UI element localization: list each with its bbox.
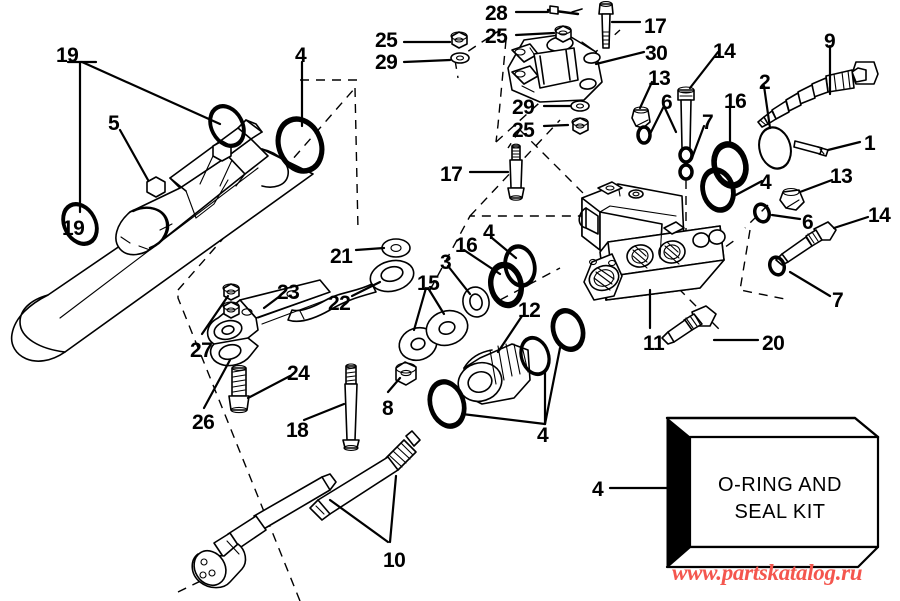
callout-4-center: 4 [483, 221, 495, 244]
part-23-nut [222, 301, 240, 319]
callout-25-top: 25 [485, 25, 508, 48]
callout-1: 1 [864, 132, 876, 155]
part-29-washer-bracket [570, 100, 590, 112]
part-30-swivel-bracket [507, 33, 603, 103]
part-4-o-ring-cap-back [550, 308, 586, 352]
part-22-link-rod [287, 259, 415, 323]
callout-29-bracket: 29 [512, 96, 535, 119]
part-11-hydraulic-body [578, 181, 726, 301]
callout-4-upper-left: 4 [295, 44, 307, 67]
part-6-o-ring-upper [636, 125, 652, 145]
callout-9: 9 [824, 30, 836, 53]
part-4-o-ring-center [503, 244, 537, 288]
callout-28: 28 [485, 2, 508, 25]
part-25-locknut-bracket [571, 117, 589, 135]
part-2-seal [758, 126, 792, 170]
part-8-nut [395, 361, 417, 386]
callout-6-upper: 6 [661, 91, 673, 114]
callout-3: 3 [440, 251, 452, 274]
part-29-washer-left [450, 52, 470, 64]
callout-17-upper: 17 [644, 15, 667, 38]
part-13-plug-upper [631, 106, 651, 129]
callout-22: 22 [328, 292, 351, 315]
part-25-locknut-left [450, 31, 468, 49]
callout-8: 8 [382, 397, 394, 420]
callout-7-upper: 7 [702, 111, 714, 134]
part-21-washer [381, 238, 411, 258]
part-25-locknut-top [554, 25, 572, 43]
callout-10: 10 [383, 549, 406, 572]
callout-4-right: 4 [760, 171, 772, 194]
callout-7-right: 7 [832, 289, 844, 312]
callout-4-kit-box: 4 [592, 478, 604, 501]
part-9-manual-release-shaft [757, 61, 879, 128]
callout-25-bracket: 25 [512, 119, 535, 142]
part-7-o-ring-right [767, 255, 787, 277]
callout-11: 11 [643, 332, 665, 355]
part-4-o-ring-cap-mid [519, 335, 551, 377]
kit-box-line-1: O-RING AND [718, 474, 842, 496]
part-16-seal-center [488, 261, 524, 309]
callout-13-upper: 13 [648, 67, 671, 90]
part-17-screw-center [507, 143, 525, 201]
leader-lines [66, 10, 870, 544]
part-17-screw-upper [598, 1, 614, 49]
part-27-locknut [222, 283, 240, 301]
callout-18: 18 [286, 419, 309, 442]
part-15-washers [398, 309, 469, 362]
kit-box-line-2: SEAL KIT [734, 501, 826, 523]
part-6-o-ring-right [752, 202, 772, 224]
part-12-cylinder-end-cap [457, 343, 531, 405]
callout-14-upper: 14 [713, 40, 736, 63]
o-ring-seal-kit-box [665, 416, 880, 569]
callout-17-center: 17 [440, 163, 463, 186]
part-4-o-ring-right [700, 167, 736, 213]
part-20-fitting [661, 305, 717, 345]
callout-27: 27 [190, 339, 213, 362]
part-3-washer [462, 286, 490, 318]
callout-13-right: 13 [830, 165, 853, 188]
part-1-pin [793, 140, 829, 157]
callout-16-center: 16 [455, 234, 478, 257]
part-14-screw-upper [677, 86, 695, 149]
part-4-o-ring-cap-front [427, 379, 467, 429]
part-10-piston-rod [191, 430, 421, 589]
callout-24: 24 [287, 362, 310, 385]
callout-25-left: 25 [375, 29, 398, 52]
callout-21: 21 [330, 245, 353, 268]
callout-12: 12 [518, 299, 541, 322]
callout-20: 20 [762, 332, 785, 355]
callout-23: 23 [277, 281, 300, 304]
callout-5: 5 [108, 112, 120, 135]
callout-30: 30 [645, 42, 668, 65]
part-28-cotter-pin [546, 5, 583, 16]
callout-19-top: 19 [56, 44, 79, 67]
part-23-link-plate [206, 279, 331, 367]
part-14-fitting-right [775, 221, 837, 266]
callout-19-bottom: 19 [62, 217, 85, 240]
part-24-bolt [228, 365, 250, 414]
callout-2: 2 [759, 71, 771, 94]
callout-4-lower: 4 [537, 424, 549, 447]
part-18-bolt [342, 363, 360, 451]
site-watermark: www.partskatalog.ru [672, 560, 863, 585]
part-13-plug-right [779, 187, 805, 211]
callout-15: 15 [417, 272, 440, 295]
callout-16-upper: 16 [724, 90, 747, 113]
callout-29-left: 29 [375, 51, 398, 74]
callout-6-right: 6 [802, 211, 814, 234]
part-5-cylinder-body [10, 119, 314, 362]
callout-14-right: 14 [868, 204, 891, 227]
callout-26: 26 [192, 411, 215, 434]
